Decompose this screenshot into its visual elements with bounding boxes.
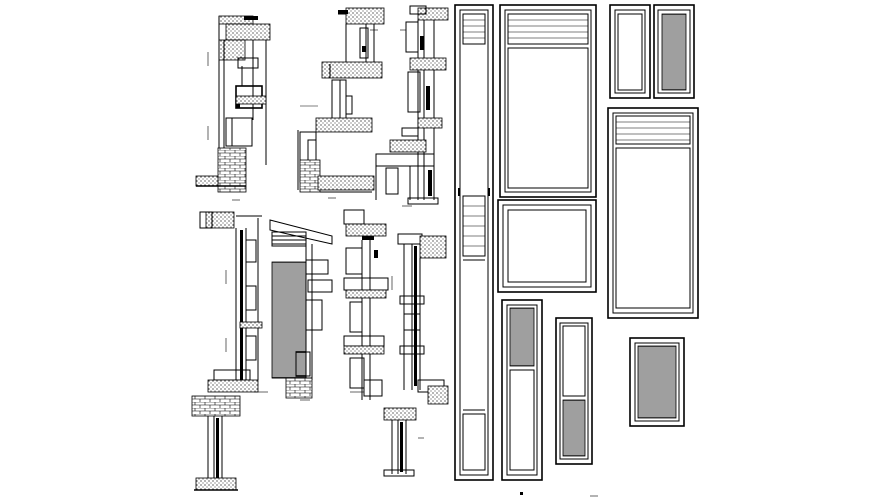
wall-section-c — [375, 5, 449, 207]
annotation-marks — [520, 492, 598, 497]
wall-section-b — [297, 7, 385, 199]
tall-narrow-window — [454, 4, 494, 481]
small-louver-panel — [629, 337, 685, 427]
small-louver-door — [609, 4, 695, 99]
square-window — [497, 199, 597, 293]
wall-section-f — [343, 209, 389, 400]
wall-section-a — [195, 15, 271, 201]
tall-window-with-louver-head — [607, 107, 699, 319]
wall-section-d — [191, 211, 268, 491]
large-window-with-louver — [499, 4, 597, 198]
narrow-louver-door-b — [555, 317, 593, 465]
wall-section-e — [269, 219, 333, 401]
wall-section-g — [383, 233, 449, 477]
narrow-louver-door-a — [501, 299, 543, 481]
